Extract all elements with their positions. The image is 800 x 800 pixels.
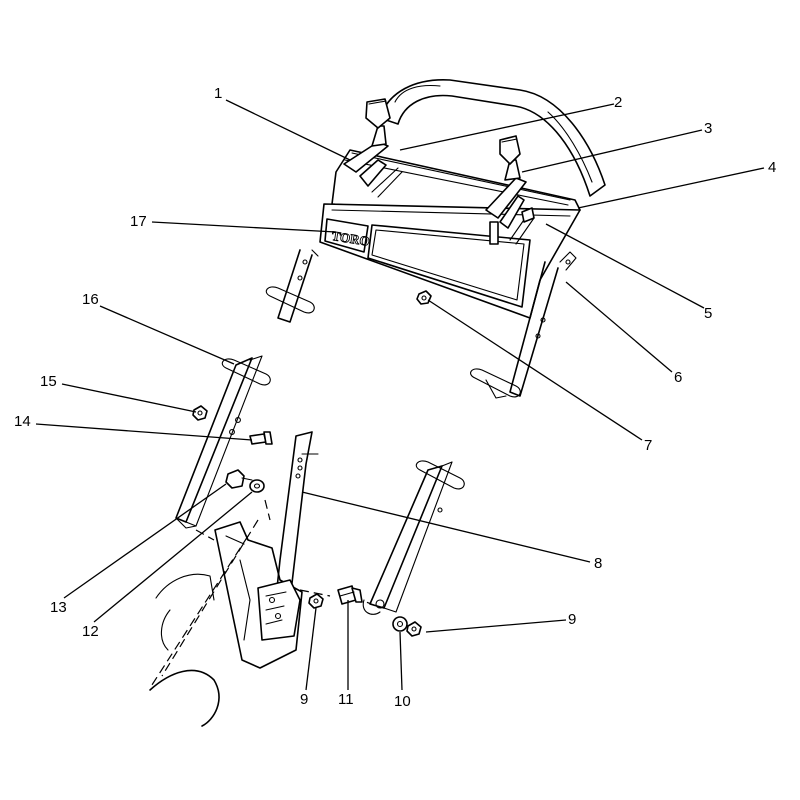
callout-10: 10 bbox=[394, 693, 411, 710]
toro-logo: TORO bbox=[324, 218, 371, 253]
speed-control-lever-right bbox=[485, 135, 535, 245]
throttle-control-lever-left bbox=[343, 98, 403, 198]
callout-14: 14 bbox=[14, 413, 31, 430]
flat-washer-right bbox=[392, 616, 408, 632]
callout-11: 11 bbox=[338, 691, 354, 708]
callout-1: 1 bbox=[214, 85, 222, 102]
mower-mounting-bracket bbox=[149, 521, 303, 727]
lower-handle-left bbox=[175, 355, 271, 529]
callout-2: 2 bbox=[614, 94, 622, 111]
callout-12: 12 bbox=[82, 623, 99, 640]
handle-brace-bar bbox=[275, 431, 319, 601]
hidden-lines bbox=[149, 499, 377, 689]
small-hex-nut bbox=[416, 290, 432, 305]
callout-17: 17 bbox=[130, 213, 147, 230]
svg-text:TORO: TORO bbox=[331, 228, 371, 249]
upper-handle-right-leg bbox=[470, 251, 577, 399]
callout-6: 6 bbox=[674, 369, 682, 386]
callout-9-right: 9 bbox=[568, 611, 576, 628]
hex-nut-lower-left bbox=[308, 593, 324, 609]
callout-7: 7 bbox=[644, 437, 652, 454]
callout-8: 8 bbox=[594, 555, 602, 572]
callout-15: 15 bbox=[40, 373, 57, 390]
callout-13: 13 bbox=[50, 599, 67, 616]
callout-9-lower: 9 bbox=[300, 691, 308, 708]
callout-4: 4 bbox=[768, 159, 776, 176]
lower-handle-right bbox=[362, 460, 465, 615]
cap-screw bbox=[225, 469, 253, 489]
callout-numbers: 1 2 3 4 5 6 7 8 9 9 10 11 12 13 14 15 16… bbox=[14, 85, 776, 710]
shoulder-bolt bbox=[249, 431, 273, 445]
callout-5: 5 bbox=[704, 305, 712, 322]
shoulder-bolt-lower bbox=[337, 585, 363, 605]
hex-nut-upper bbox=[192, 405, 208, 421]
upper-handle-left-leg bbox=[265, 249, 319, 323]
callout-3: 3 bbox=[704, 120, 712, 137]
flat-washer-left bbox=[249, 479, 265, 493]
leader-lines bbox=[35, 99, 765, 691]
callout-16: 16 bbox=[82, 291, 99, 308]
hex-nut-lower-right bbox=[406, 621, 422, 637]
